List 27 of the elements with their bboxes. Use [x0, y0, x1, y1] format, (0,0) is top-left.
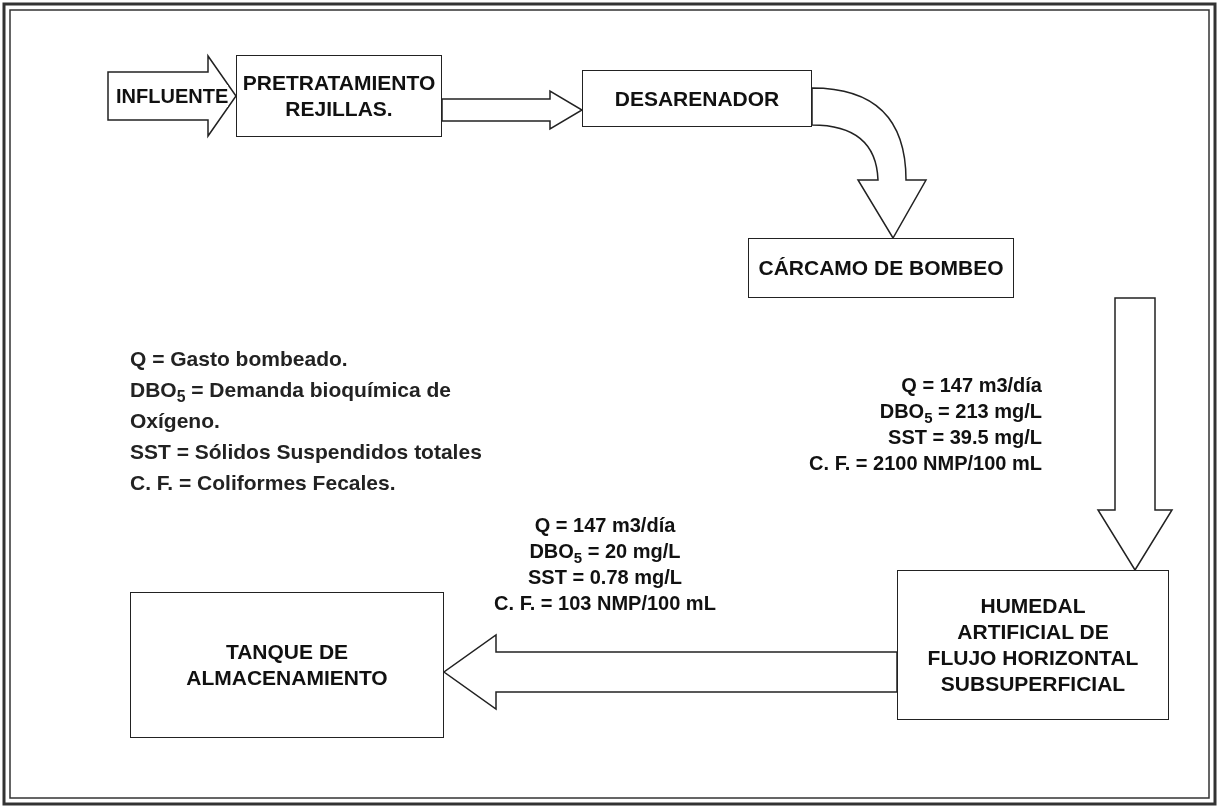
measurement-text: Q = 147 m3/día [533, 513, 677, 538]
measurement-text: DBO$_{5}$ = 20 mg/L [528, 539, 682, 564]
block-arrow [1096, 297, 1174, 572]
step-label: CÁRCAMO DE BOMBEO [758, 255, 1004, 281]
measurement-text: DBO$_{5}$ = 213 mg/L [879, 399, 1042, 424]
process-box [748, 238, 1014, 298]
measurement-text: C. F. = 103 NMP/100 mL [493, 591, 717, 616]
legend-note: C. F. = Coliformes Fecales. [130, 470, 396, 496]
measurement-text: SST = 0.78 mg/L [527, 565, 683, 590]
step-label: PRETRATAMIENTO REJILLAS. [242, 70, 436, 122]
legend-note: DBO$_{5}$ = Demanda bioquímica de Oxígeno. [130, 377, 452, 434]
step-label: TANQUE DE ALMACENAMIENTO [185, 639, 389, 691]
process-box [582, 70, 812, 127]
block-arrow [441, 89, 584, 131]
step-label: HUMEDAL ARTIFICIAL DE FLUJO HORIZONTAL SUBSUPERFICIAL [926, 593, 1140, 697]
process-box [130, 592, 444, 738]
step-label: DESARENADOR [614, 85, 780, 112]
block-arrow [442, 633, 898, 711]
process-box [236, 55, 442, 137]
legend-note: Q = Gasto bombeado. [130, 346, 348, 372]
measurement-text: Q = 147 m3/día [901, 373, 1042, 398]
edge-label: INFLUENTE [116, 85, 229, 107]
legend-note: SST = Sólidos Suspendidos totales [130, 439, 482, 465]
process-box [897, 570, 1169, 720]
measurement-text: C. F. = 2100 NMP/100 mL [809, 451, 1042, 476]
measurement-text: SST = 39.5 mg/L [888, 425, 1042, 450]
block-arrow [811, 87, 927, 239]
